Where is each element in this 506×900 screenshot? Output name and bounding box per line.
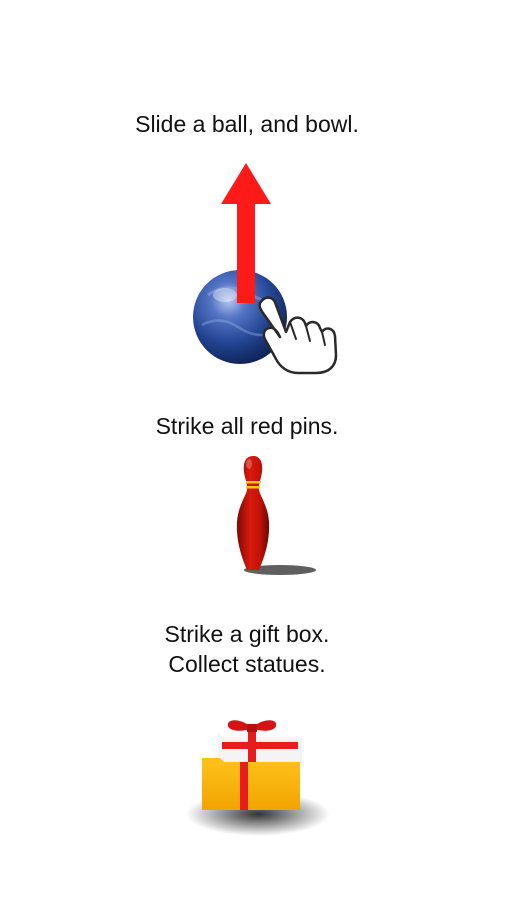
step3-line1: Strike a gift box.	[164, 621, 330, 647]
red-pin-illustration	[236, 456, 316, 575]
bowling-pin-icon	[236, 456, 270, 570]
gift-box-illustration	[186, 720, 330, 836]
step3-line2: Collect statues.	[168, 651, 326, 677]
pin-shadow	[244, 565, 316, 575]
step2-instruction: Strike all red pins.	[155, 413, 339, 439]
slide-ball-illustration	[193, 163, 338, 375]
step1-instruction: Slide a ball, and bowl.	[135, 111, 359, 137]
pointing-hand-icon	[258, 296, 338, 375]
gift-box-icon	[202, 720, 302, 810]
step3-instruction: Strike a gift box. Collect statues.	[0, 619, 494, 679]
up-arrow-icon	[221, 163, 271, 303]
